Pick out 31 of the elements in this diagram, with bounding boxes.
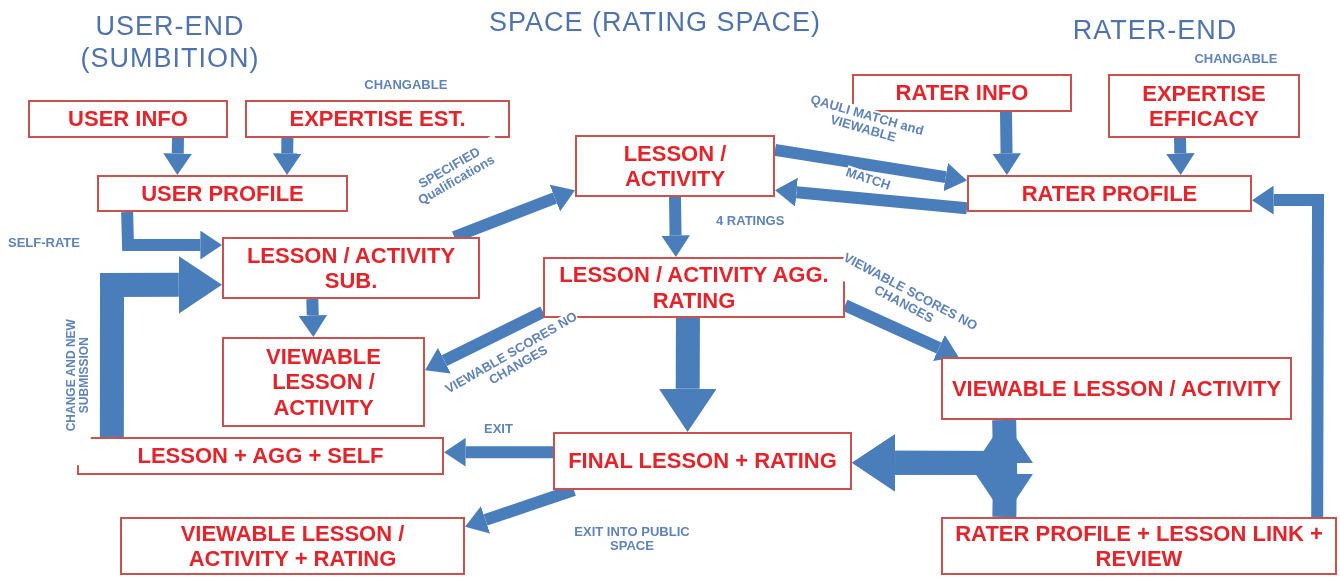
block-arrow <box>775 177 968 215</box>
block-arrow <box>444 437 553 467</box>
block-arrow <box>1165 137 1195 175</box>
block-arrow <box>774 143 967 192</box>
process-box: LESSON / ACTIVITY SUB. <box>222 237 480 299</box>
block-arrow <box>425 306 546 374</box>
block-arrow <box>99 256 222 437</box>
process-box: EXPERTISE EFFICACY <box>1108 74 1300 138</box>
block-arrow <box>852 434 1018 518</box>
process-box: FINAL LESSON + RATING <box>553 432 852 490</box>
process-box: VIEWABLE LESSON / ACTIVITY <box>941 357 1292 420</box>
process-box: VIEWABLE LESSON / ACTIVITY <box>222 337 425 427</box>
process-box: USER INFO <box>28 100 228 138</box>
block-arrow <box>1252 185 1324 517</box>
process-box: EXPERTISE EST. <box>245 100 510 138</box>
process-box: VIEWABLE LESSON / ACTIVITY + RATING <box>120 517 465 575</box>
process-box: LESSON / ACTIVITY <box>575 135 775 197</box>
process-box: RATER PROFILE <box>967 175 1252 212</box>
block-arrow <box>272 137 302 175</box>
column-heading: RATER-END <box>1071 14 1239 47</box>
column-heading: SPACE (RATING SPACE) <box>487 6 822 39</box>
process-box: LESSON + AGG + SELF <box>77 437 444 475</box>
block-arrow <box>992 111 1021 175</box>
process-box: USER PROFILE <box>97 175 348 212</box>
block-arrow <box>661 196 690 257</box>
process-box: RATER PROFILE + LESSON LINK + REVIEW <box>941 517 1337 575</box>
block-arrow <box>121 211 222 260</box>
block-arrow <box>658 317 717 432</box>
block-arrow <box>163 137 193 175</box>
block-arrow <box>298 298 328 337</box>
column-heading: USER-END (SUMBITION) <box>79 10 261 75</box>
